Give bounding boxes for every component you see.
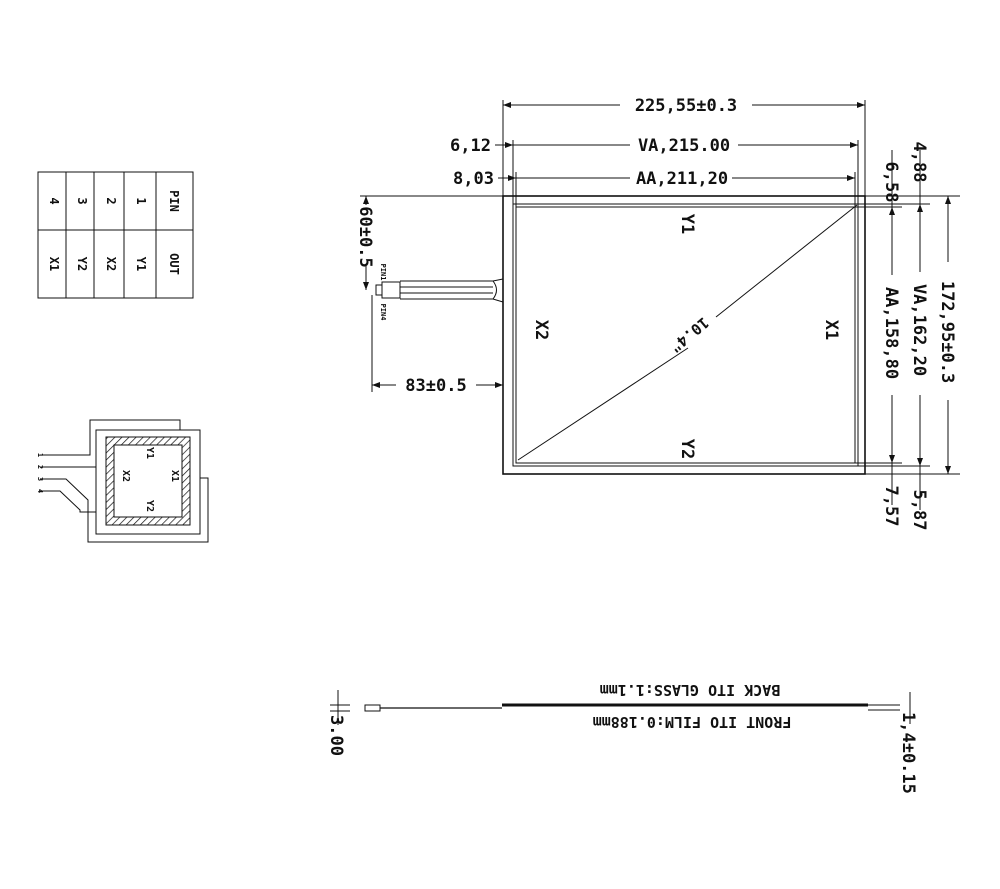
top-va-offset-dim: 4,88 [909,142,929,183]
pin-table-pin-3: 3 [75,197,89,204]
pin-table-out-1: Y1 [134,257,148,271]
schematic-pin-4: 4 [36,489,44,493]
bottom-aa-offset-dim: 7,57 [881,486,901,527]
panel-viewing-area [512,203,859,467]
schematic-label-y1: Y1 [144,447,155,459]
schematic-label-y2: Y2 [144,500,155,512]
pin-table-pin-4: 4 [47,197,61,204]
bottom-va-offset-dim: 5,87 [909,490,929,531]
pin-table-pin-2: 2 [104,197,118,204]
pin-table-header-out: OUT [167,253,181,275]
pin-table-header-pin: PIN [167,190,181,212]
overall-width-dim: 225,55±0.3 [635,96,737,116]
panel-label-y1: Y1 [677,214,697,234]
left-aa-offset-dim: 8,03 [453,169,494,189]
pin-table-out-4: X1 [47,257,61,271]
pin-table-out-2: X2 [104,257,118,271]
pin-table: PIN OUT 1 Y1 2 X2 3 Y2 4 X1 [37,171,194,299]
schematic-pin-3: 3 [36,477,44,481]
diagonal-label: 10.4" [666,313,712,356]
va-width-dim: VA,215.00 [638,136,730,156]
panel-outline [502,195,866,475]
schematic-pin-1: 1 [36,453,44,457]
pin-table-pin-1: 1 [134,197,148,204]
side-view: BACK ITO GLASS:1.1mm FRONT ITO FILM:0.18… [326,681,918,794]
tail-thickness-dim: 3.00 [326,715,346,756]
panel-label-x2: X2 [531,320,551,340]
panel-label-y2: Y2 [677,439,697,459]
va-height-dim: VA,162,20 [909,284,929,376]
tail-length-dim: 83±0.5 [405,376,466,396]
aa-width-dim: AA,211,20 [636,169,728,189]
pin-table-out-3: Y2 [75,257,89,271]
schematic-pin-2: 2 [36,465,44,469]
pin1-label: PIN1 [379,264,387,281]
back-glass-label: BACK ITO GLASS:1.1mm [600,681,781,699]
panel-label-x1: X1 [821,320,841,340]
schematic-label-x1: X1 [169,470,180,482]
overall-height-dim: 172,95±0.3 [937,281,957,383]
aa-height-dim: AA,158,80 [881,287,901,379]
top-aa-offset-dim: 6,58 [881,162,901,203]
front-film-label: FRONT ITO FILM:0.188mm [593,713,792,731]
main-panel-drawing: 10.4" Y1 Y2 X2 X1 PIN1 PIN4 225,55±0.3 V… [355,96,960,530]
panel-active-area [515,206,856,464]
schematic-label-x2: X2 [120,470,131,482]
pin4-label: PIN4 [379,304,387,321]
left-va-offset-dim: 6,12 [450,136,491,156]
tail-position-dim: 60±0.5 [355,206,375,267]
wiring-schematic: 1 2 3 4 Y1 X2 X1 Y2 [36,419,209,543]
panel-thickness-dim: 1,4±0.15 [898,712,918,794]
